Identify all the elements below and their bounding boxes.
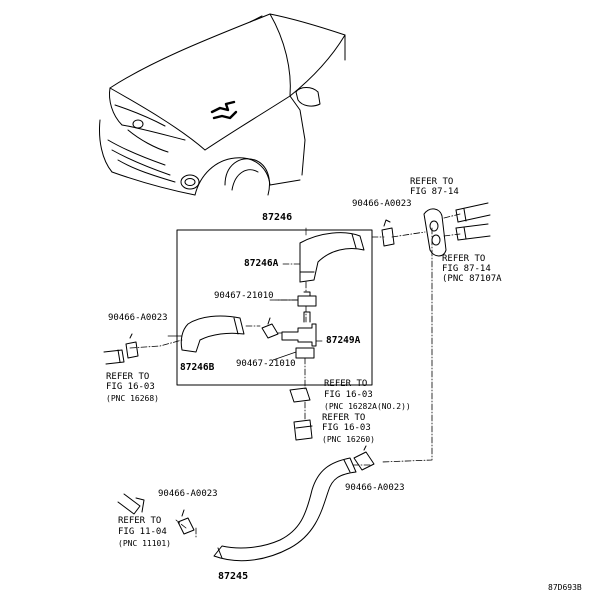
label-90466-lower-left: 90466-A0023: [158, 489, 218, 499]
heater-pipes: [455, 202, 491, 241]
label-90466-right-bottom: 90466-A0023: [345, 483, 405, 493]
left-pipe: [103, 333, 139, 365]
car-illustration: [99, 13, 346, 196]
label-90466-left: 90466-A0023: [108, 313, 168, 323]
label-90466-right-top: 90466-A0023: [352, 199, 412, 209]
label-87246a: 87246A: [244, 258, 279, 269]
label-90467-bottom: 90467-21010: [236, 359, 296, 369]
hose-87246b: [180, 315, 245, 353]
label-87246b: 87246B: [180, 362, 215, 373]
label-87246: 87246: [262, 212, 293, 223]
pipe-16260: [293, 419, 313, 441]
clamp-90467-left: [261, 317, 279, 339]
clamp-90466-right-top: [381, 219, 395, 247]
clamp-90466-right-bottom: [353, 445, 375, 471]
hose-87245: [213, 457, 357, 562]
union-87249a: [281, 311, 317, 347]
label-87245: 87245: [218, 571, 249, 582]
group-box: [176, 229, 373, 386]
clamp-90467-top: [297, 291, 317, 307]
heater-grommet: [423, 208, 447, 257]
clamp-90467-bottom: [295, 347, 315, 359]
figure-code: 87D693B: [548, 583, 582, 592]
hose-87246a: [299, 232, 365, 283]
clamp-16282a: [289, 387, 311, 403]
lower-left-pipe: [117, 493, 195, 535]
label-87249a: 87249A: [326, 335, 361, 346]
label-90467-top: 90467-21010: [214, 291, 274, 301]
